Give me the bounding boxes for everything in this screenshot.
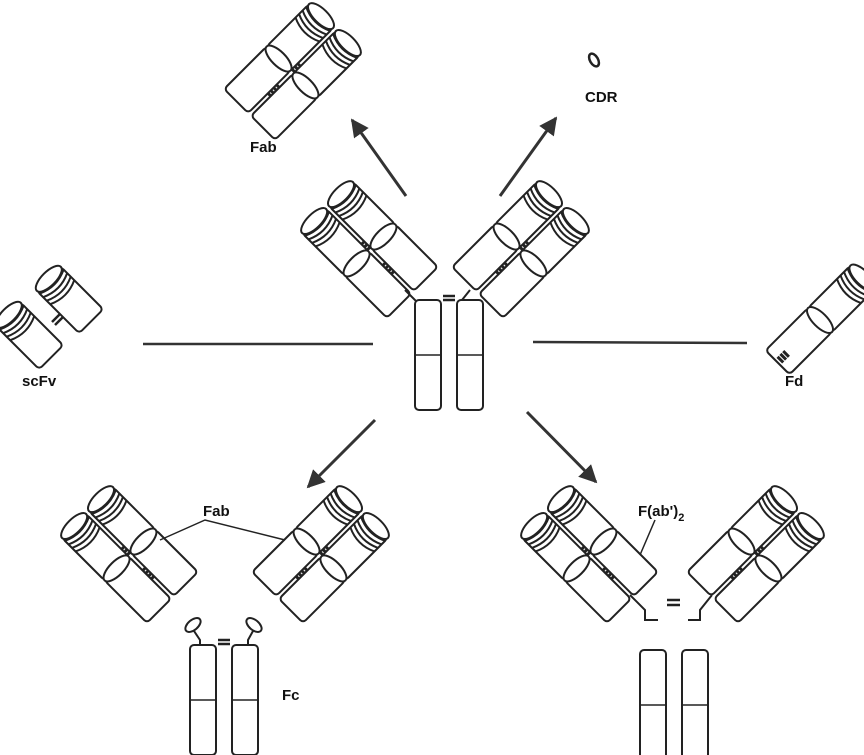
fab-top-label: Fab: [250, 139, 277, 156]
fd-fragment: Fd: [766, 261, 864, 390]
arrows: [143, 118, 747, 487]
intact-antibody: [297, 177, 593, 410]
scfv-fragment: scFv: [0, 262, 103, 390]
arrow-to-papain-digest: [308, 420, 375, 487]
cdr-loop: [587, 52, 601, 68]
fab-top-fragment: Fab: [224, 0, 365, 156]
fab-bottom-label: Fab: [203, 503, 230, 520]
arrow-to-fab-top: [352, 120, 406, 196]
scfv-label: scFv: [22, 373, 57, 390]
fc-stem-pepsin: [640, 650, 708, 755]
papain-digest-fragments: Fab Fc: [57, 482, 393, 755]
fab2-fragment: F(ab')2: [517, 482, 828, 623]
line-to-fd: [533, 342, 747, 343]
cdr-label: CDR: [585, 89, 618, 106]
fc-label: Fc: [282, 687, 300, 704]
cdr-fragment: CDR: [585, 52, 618, 106]
fd-label: Fd: [785, 373, 803, 390]
arrow-to-pepsin-digest: [527, 412, 596, 482]
pepsin-digest-fragments: F(ab')2: [517, 482, 828, 755]
fc-fragment: Fc: [183, 615, 300, 755]
fab2-label: F(ab')2: [638, 503, 684, 524]
